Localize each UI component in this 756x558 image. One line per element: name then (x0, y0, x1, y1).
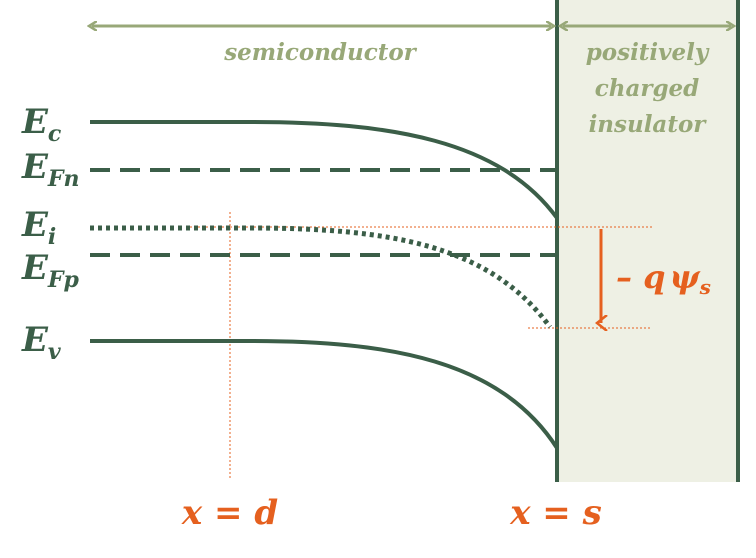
intrinsic-level-curve (90, 225, 553, 329)
x-d-label: x = d (181, 493, 278, 533)
semiconductor-label: semiconductor (223, 39, 417, 66)
efn-label: EFn (21, 147, 80, 192)
conduction-band-curve (90, 120, 559, 220)
insulator-label-line2: charged (595, 75, 700, 102)
x-s-label: x = s (509, 493, 602, 533)
efp-label: EFp (21, 248, 80, 293)
ev-label: Ev (21, 320, 61, 365)
insulator-region (557, 0, 739, 482)
valence-band-curve (90, 339, 559, 450)
ec-label: Ec (21, 102, 62, 147)
insulator-label-line3: insulator (589, 111, 708, 138)
insulator-label-line1: positively (586, 39, 710, 66)
ei-label: Ei (21, 205, 56, 250)
